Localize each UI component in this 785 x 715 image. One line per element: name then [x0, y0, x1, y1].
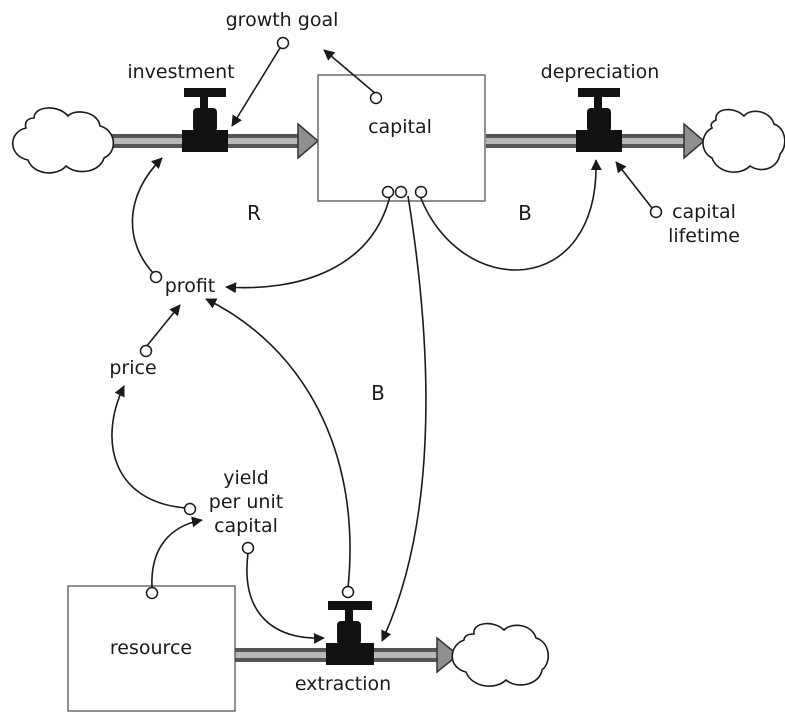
flow-arrowhead-icon — [436, 636, 460, 674]
capital-connector-dot — [394, 185, 408, 199]
link-profit-to-investment — [131, 157, 163, 275]
extraction-connector-dot — [341, 585, 355, 599]
profit-label: profit — [165, 275, 216, 297]
link-resource-to-yield — [151, 516, 203, 589]
cloud-sink-icon — [702, 108, 785, 173]
balancing-loop-label: B — [371, 381, 385, 405]
reinforcing-loop-label: R — [247, 201, 261, 225]
yield-label-line3: capital — [214, 515, 278, 537]
cloud-sink-icon — [451, 622, 549, 687]
valve-icon — [326, 601, 374, 665]
link-capital-to-profit — [225, 195, 391, 294]
link-extraction-to-profit — [205, 298, 351, 589]
yield-connector-dot — [241, 541, 255, 555]
capital-stock-label: capital — [368, 116, 432, 138]
capital-lifetime-label-line1: capital — [672, 201, 736, 223]
valve-icon — [576, 88, 622, 152]
valve-icon — [182, 88, 228, 152]
resource-connector-dot — [145, 586, 159, 600]
flow-arrowhead-icon — [297, 122, 320, 160]
link-growth-goal-to-investment — [231, 47, 281, 127]
capital-lifetime-label-line2: lifetime — [668, 225, 740, 247]
cloud-source-icon — [11, 107, 115, 174]
resource-stock[interactable] — [67, 585, 236, 712]
capital-lifetime-connector-dot — [649, 205, 663, 219]
yield-label-line2: per unit — [209, 491, 283, 513]
balancing-loop-label: B — [518, 201, 532, 225]
yield-label-line1: yield — [223, 467, 269, 489]
depreciation-label: depreciation — [541, 61, 660, 83]
growth-goal-connector-dot — [276, 36, 290, 50]
link-capital-lifetime-to-depreciation — [615, 161, 653, 209]
link-yield-to-extraction — [246, 552, 325, 644]
resource-stock-label: resource — [110, 637, 192, 659]
capital-connector-dot — [414, 185, 428, 199]
growth-goal-label: growth goal — [226, 9, 339, 31]
yield-connector-dot — [183, 502, 197, 516]
link-capital-to-extraction — [381, 195, 427, 642]
capital-connector-dot — [381, 185, 395, 199]
investment-label: investment — [127, 61, 234, 83]
price-connector-dot — [139, 344, 153, 358]
depreciation-valve[interactable] — [576, 88, 622, 152]
link-capital-to-depreciation — [419, 159, 602, 271]
capital-stock[interactable] — [317, 74, 486, 202]
price-label: price — [109, 357, 156, 379]
investment-valve[interactable] — [182, 88, 228, 152]
flow-arrowhead-icon — [683, 122, 706, 160]
link-price-to-profit — [145, 304, 181, 348]
link-capital-to-growth-goal — [323, 49, 377, 95]
link-yield-to-price — [111, 385, 187, 509]
profit-connector-dot — [149, 270, 163, 284]
capital-connector-dot — [369, 91, 383, 105]
extraction-valve[interactable] — [326, 601, 374, 665]
extraction-label: extraction — [295, 673, 391, 695]
